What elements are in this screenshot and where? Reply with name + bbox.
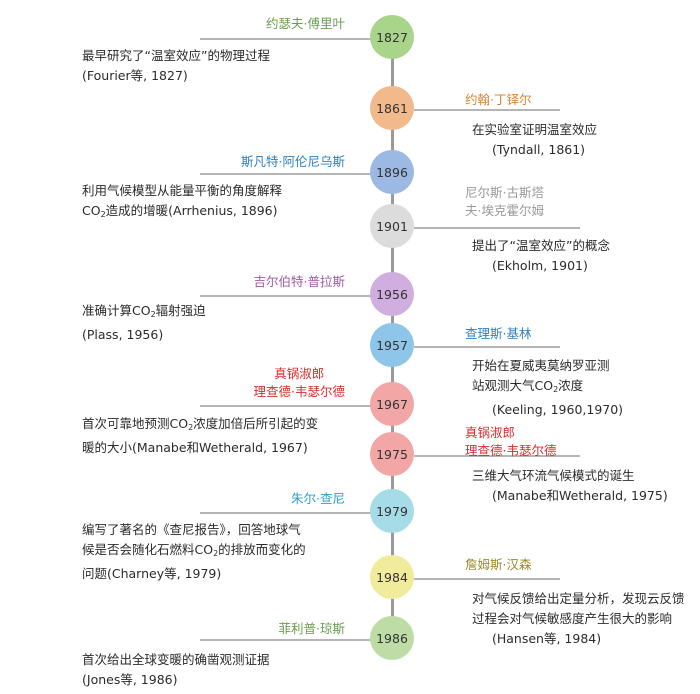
- year-node-1861: 1861: [370, 86, 414, 130]
- scientist-name-line: 约瑟夫·傅里叶: [266, 16, 345, 31]
- connector-line: [200, 38, 372, 40]
- scientist-name: 查理斯·基林: [465, 325, 531, 343]
- event-description: 三维大气环流气候模式的诞生 (Manabe和Wetherald, 1975): [472, 466, 668, 506]
- scientist-name-line: 朱尔·查尼: [291, 491, 345, 506]
- description-line: CO2造成的增暖(Arrhenius, 1896): [82, 203, 278, 219]
- scientist-name-line: 理查德·韦瑟尔德: [465, 443, 557, 458]
- event-description: 提出了“温室效应”的概念 (Ekholm, 1901): [472, 236, 610, 276]
- connector-line: [200, 639, 372, 641]
- description-line: 开始在夏威夷莫纳罗亚测: [472, 358, 610, 373]
- event-description: 开始在夏威夷莫纳罗亚测站观测大气CO2浓度 (Keeling, 1960,1970…: [472, 356, 623, 420]
- scientist-name: 真锅淑郎理查德·韦瑟尔德: [254, 365, 345, 401]
- year-node-1979: 1979: [370, 489, 414, 533]
- scientist-name-line: 真锅淑郎: [465, 425, 516, 440]
- year-node-1984: 1984: [370, 555, 414, 599]
- description-line: 三维大气环流气候模式的诞生: [472, 468, 635, 483]
- event-description: 对气候反馈给出定量分析，发现云反馈过程会对气候敏感度产生很大的影响 (Hansen…: [472, 589, 685, 649]
- scientist-name-line: 吉尔伯特·普拉斯: [253, 274, 345, 289]
- description-line: 在实验室证明温室效应: [472, 122, 598, 137]
- event-description: 利用气候模型从能量平衡的角度解释 CO2造成的增暖(Arrhenius, 1896…: [82, 181, 282, 225]
- year-node-1986: 1986: [370, 616, 414, 660]
- scientist-name-line: 詹姆斯·汉森: [465, 557, 532, 572]
- scientist-name-line: 真锅淑郎: [274, 366, 325, 381]
- connector-line: [414, 578, 560, 580]
- citation: (Tyndall, 1861): [492, 142, 586, 157]
- year-node-1967: 1967: [370, 382, 414, 426]
- connector-line: [414, 109, 560, 111]
- event-description: 首次给出全球变暖的确凿观测证据 (Jones等, 1986): [82, 650, 270, 690]
- citation: (Keeling, 1960,1970): [492, 402, 624, 417]
- year-node-1957: 1957: [370, 323, 414, 367]
- event-description: 编写了著名的《查尼报告》，回答地球气候是否会随化石燃料CO2的排放而变化的问题(…: [82, 520, 306, 584]
- description-line: 对气候反馈给出定量分析，发现云反馈: [472, 591, 685, 606]
- scientist-name: 斯凡特·阿伦尼乌斯: [241, 153, 345, 171]
- scientist-name-line: 夫·埃克霍尔姆: [465, 203, 544, 218]
- connector-line: [200, 173, 372, 175]
- description-line: 首次可靠地预测CO2浓度加倍后所引起的变: [82, 416, 319, 432]
- scientist-name: 菲利普·琼斯: [279, 620, 345, 638]
- description-line: 候是否会随化石燃料CO2的排放而变化的: [82, 542, 306, 558]
- description-line: 过程会对气候敏感度产生很大的影响: [472, 611, 673, 626]
- connector-line: [200, 295, 372, 297]
- scientist-name-line: 菲利普·琼斯: [278, 621, 345, 636]
- scientist-name-line: 查理斯·基林: [465, 326, 532, 341]
- year-node-1956: 1956: [370, 272, 414, 316]
- description-line: 暖的大小(Manabe和Wetherald, 1967): [82, 440, 308, 455]
- description-line: 提出了“温室效应”的概念: [472, 238, 610, 253]
- scientist-name-line: 尼尔斯·古斯塔: [465, 185, 544, 200]
- citation: (Manabe和Wetherald, 1975): [492, 488, 668, 503]
- scientist-name: 朱尔·查尼: [291, 490, 345, 508]
- event-description: 准确计算CO2辐射强迫 (Plass, 1956): [82, 301, 206, 345]
- year-node-1827: 1827: [370, 15, 414, 59]
- description-line: 最早研究了“温室效应”的物理过程: [82, 48, 270, 63]
- scientist-name: 约翰·丁铎尔: [465, 91, 531, 109]
- scientist-name: 尼尔斯·古斯塔夫·埃克霍尔姆: [465, 184, 544, 220]
- year-node-1901: 1901: [370, 204, 414, 248]
- scientist-name: 吉尔伯特·普拉斯: [254, 273, 345, 291]
- citation: (Fourier等, 1827): [82, 68, 188, 83]
- description-line: 首次给出全球变暖的确凿观测证据: [82, 652, 270, 667]
- description-line: 站观测大气CO2浓度: [472, 378, 584, 394]
- scientist-name-line: 斯凡特·阿伦尼乌斯: [241, 154, 345, 169]
- description-line: 编写了著名的《查尼报告》，回答地球气: [82, 522, 301, 537]
- connector-line: [414, 346, 560, 348]
- scientist-name-line: 约翰·丁铎尔: [465, 92, 532, 107]
- year-node-1975: 1975: [370, 432, 414, 476]
- citation: (Hansen等, 1984): [492, 631, 602, 646]
- citation: (Jones等, 1986): [82, 672, 178, 687]
- year-node-1896: 1896: [370, 150, 414, 194]
- connector-line: [200, 405, 372, 407]
- citation: (Plass, 1956): [82, 327, 164, 342]
- connector-line: [414, 227, 580, 229]
- scientist-name: 约瑟夫·傅里叶: [266, 15, 345, 33]
- scientist-name: 詹姆斯·汉森: [465, 556, 531, 574]
- description-line: 问题(Charney等, 1979): [82, 566, 222, 581]
- event-description: 首次可靠地预测CO2浓度加倍后所引起的变暖的大小(Manabe和Wetheral…: [82, 414, 318, 458]
- connector-line: [200, 512, 372, 514]
- scientist-name-line: 理查德·韦瑟尔德: [253, 384, 345, 399]
- citation: (Ekholm, 1901): [492, 258, 588, 273]
- connector-line: [414, 455, 580, 457]
- scientist-name: 真锅淑郎理查德·韦瑟尔德: [465, 424, 556, 460]
- event-description: 在实验室证明温室效应 (Tyndall, 1861): [472, 120, 597, 160]
- description-line: 利用气候模型从能量平衡的角度解释: [82, 183, 283, 198]
- description-line: 准确计算CO2辐射强迫: [82, 303, 206, 319]
- event-description: 最早研究了“温室效应”的物理过程 (Fourier等, 1827): [82, 46, 270, 86]
